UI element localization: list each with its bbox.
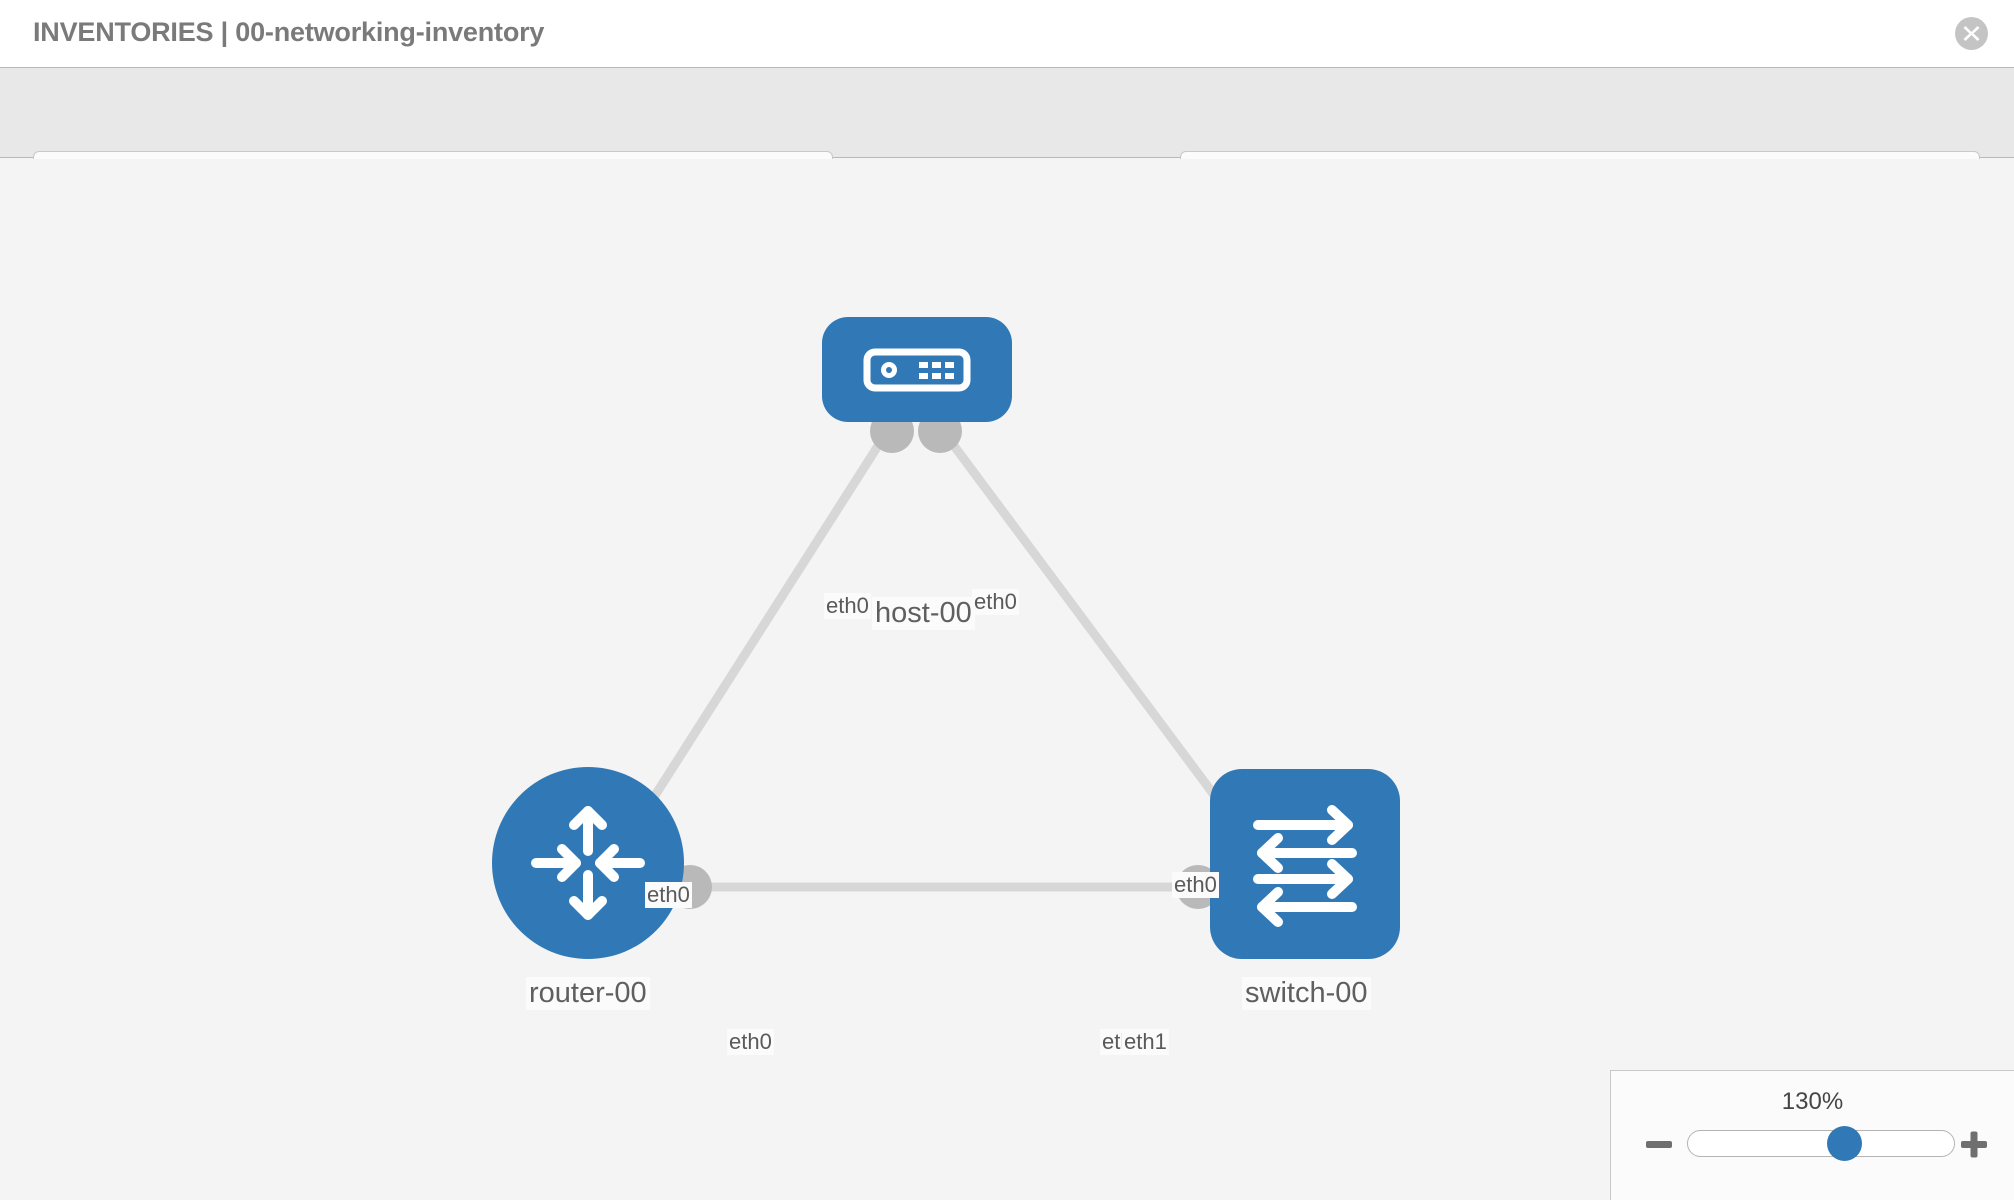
plus-icon[interactable] bbox=[1958, 1129, 1990, 1166]
node-host-00[interactable]: host-00 bbox=[822, 317, 1012, 630]
router-arrows-icon bbox=[531, 806, 645, 920]
topology-links bbox=[636, 409, 1256, 909]
node-router-00-shape bbox=[492, 767, 684, 959]
topology-canvas[interactable]: host-00 router-00 bbox=[0, 159, 2014, 1200]
edge-label-router-eth0: eth0 bbox=[727, 1029, 774, 1055]
edge-label-switch-eth1: eth1 bbox=[1122, 1029, 1169, 1055]
node-host-00-label: host-00 bbox=[872, 597, 975, 630]
server-icon bbox=[863, 348, 971, 392]
edge-label-switch-uplink: eth0 bbox=[1172, 872, 1219, 898]
minus-icon[interactable] bbox=[1643, 1129, 1675, 1166]
switch-arrows-icon bbox=[1253, 805, 1357, 927]
node-switch-00-label: switch-00 bbox=[1242, 977, 1371, 1010]
close-icon[interactable] bbox=[1955, 17, 1988, 50]
node-switch-00-shape bbox=[1210, 769, 1400, 959]
zoom-level-value: 130% bbox=[1781, 1088, 1844, 1115]
zoom-control-panel: 130% bbox=[1610, 1070, 2014, 1200]
edge-label-router-uplink: eth0 bbox=[645, 882, 692, 908]
node-host-00-shape bbox=[822, 317, 1012, 422]
page-header: INVENTORIES | 00-networking-inventory bbox=[0, 0, 2014, 68]
node-router-00[interactable]: router-00 bbox=[492, 767, 684, 1010]
toolbar: ACTIONS SEARCH bbox=[0, 68, 2014, 203]
node-switch-00[interactable]: switch-00 bbox=[1210, 769, 1400, 1010]
node-router-00-label: router-00 bbox=[526, 977, 650, 1010]
edge-label-host-router: eth0 bbox=[824, 593, 871, 619]
zoom-slider[interactable] bbox=[1687, 1126, 1955, 1161]
edge-label-host-switch: eth0 bbox=[972, 589, 1019, 615]
page-title: INVENTORIES | 00-networking-inventory bbox=[33, 17, 545, 47]
zoom-slider-thumb[interactable] bbox=[1827, 1126, 1862, 1161]
